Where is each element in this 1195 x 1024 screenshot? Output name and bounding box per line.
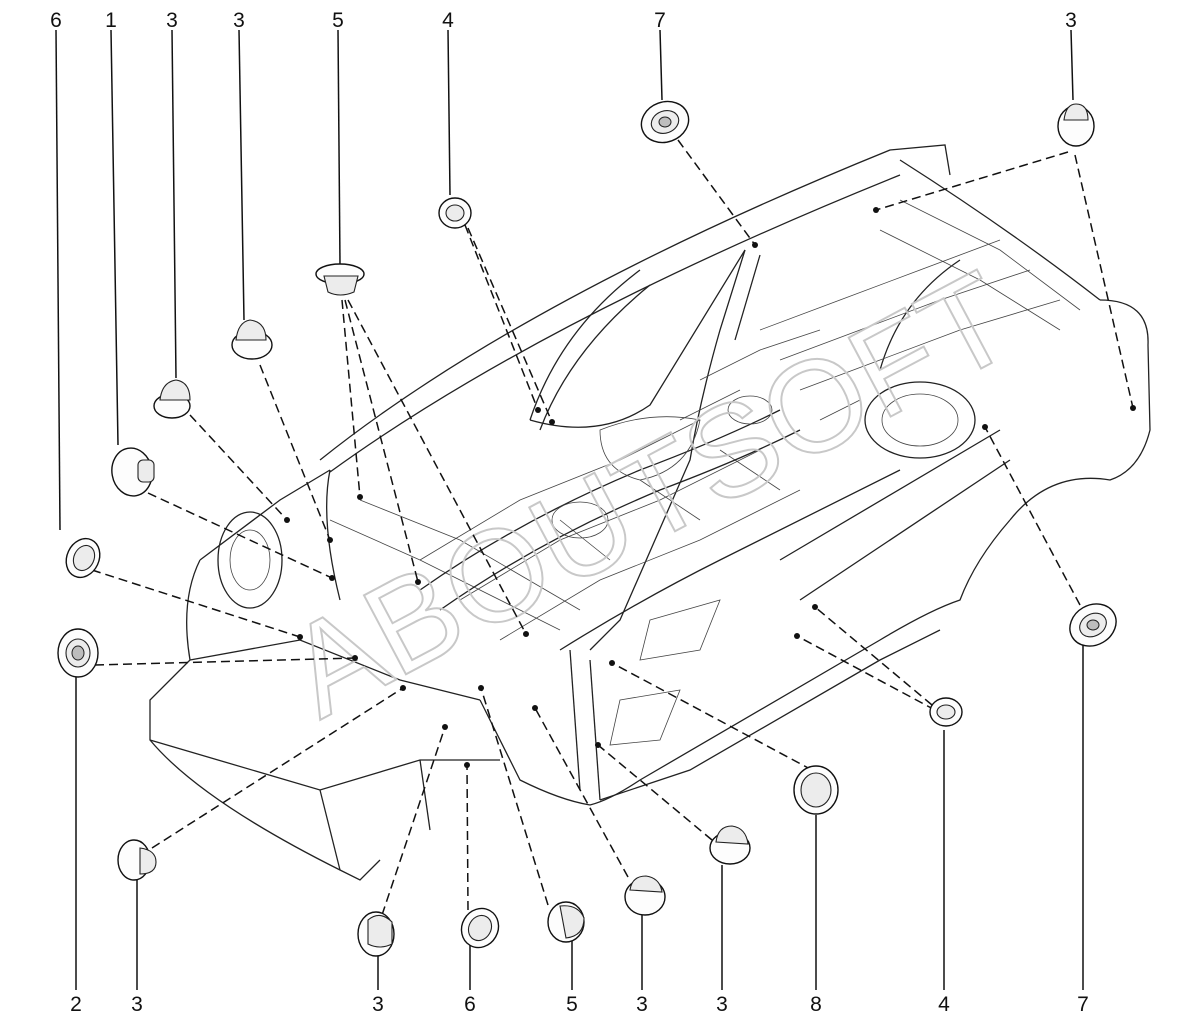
callout-bottom-3b: 3 xyxy=(372,993,384,1016)
callout-bottom-7: 7 xyxy=(1077,993,1089,1016)
watermark: ABOUTSOFT xyxy=(265,243,1035,745)
plug-5-bottom xyxy=(547,901,585,943)
callout-top-1: 1 xyxy=(105,9,117,32)
plug-3-bottom-a xyxy=(117,839,157,881)
callout-top-5: 5 xyxy=(332,9,344,32)
plug-6-top xyxy=(65,537,101,579)
callout-bottom-8: 8 xyxy=(810,993,822,1016)
plug-3-top-c xyxy=(1057,103,1095,147)
attachment-points xyxy=(284,207,1136,768)
plug-7-top xyxy=(640,100,690,144)
car-body-shell xyxy=(149,144,1151,881)
plug-2 xyxy=(57,628,99,678)
callout-bottom-5: 5 xyxy=(566,993,578,1016)
callout-bottom-3c: 3 xyxy=(636,993,648,1016)
callout-top-3c: 3 xyxy=(1065,9,1077,32)
plug-3-bottom-d xyxy=(709,825,751,865)
callout-top-3b: 3 xyxy=(233,9,245,32)
callout-numbers: 6 1 3 3 5 4 7 3 2 3 3 6 5 3 3 8 4 7 xyxy=(50,9,1089,1016)
plug-1 xyxy=(111,447,155,497)
callout-bottom-2: 2 xyxy=(70,993,82,1016)
plug-4-top xyxy=(438,197,472,229)
plug-3-top-b xyxy=(231,319,273,360)
plug-5-top xyxy=(315,263,365,296)
callout-top-3a: 3 xyxy=(166,9,178,32)
callout-bottom-3a: 3 xyxy=(131,993,143,1016)
plug-4-bottom xyxy=(929,697,963,727)
callout-top-4: 4 xyxy=(442,9,454,32)
callout-top-6: 6 xyxy=(50,9,62,32)
plug-3-bottom-b xyxy=(357,911,395,957)
plug-8 xyxy=(793,765,839,815)
callout-top-7: 7 xyxy=(654,9,666,32)
plug-7-bottom xyxy=(1069,603,1117,647)
callout-bottom-6: 6 xyxy=(464,993,476,1016)
plug-3-top-a xyxy=(153,379,191,419)
leader-lines xyxy=(55,29,1134,990)
callout-bottom-4: 4 xyxy=(938,993,950,1016)
callout-bottom-3d: 3 xyxy=(716,993,728,1016)
plug-3-bottom-c xyxy=(624,875,666,916)
plug-6-bottom xyxy=(460,907,500,949)
